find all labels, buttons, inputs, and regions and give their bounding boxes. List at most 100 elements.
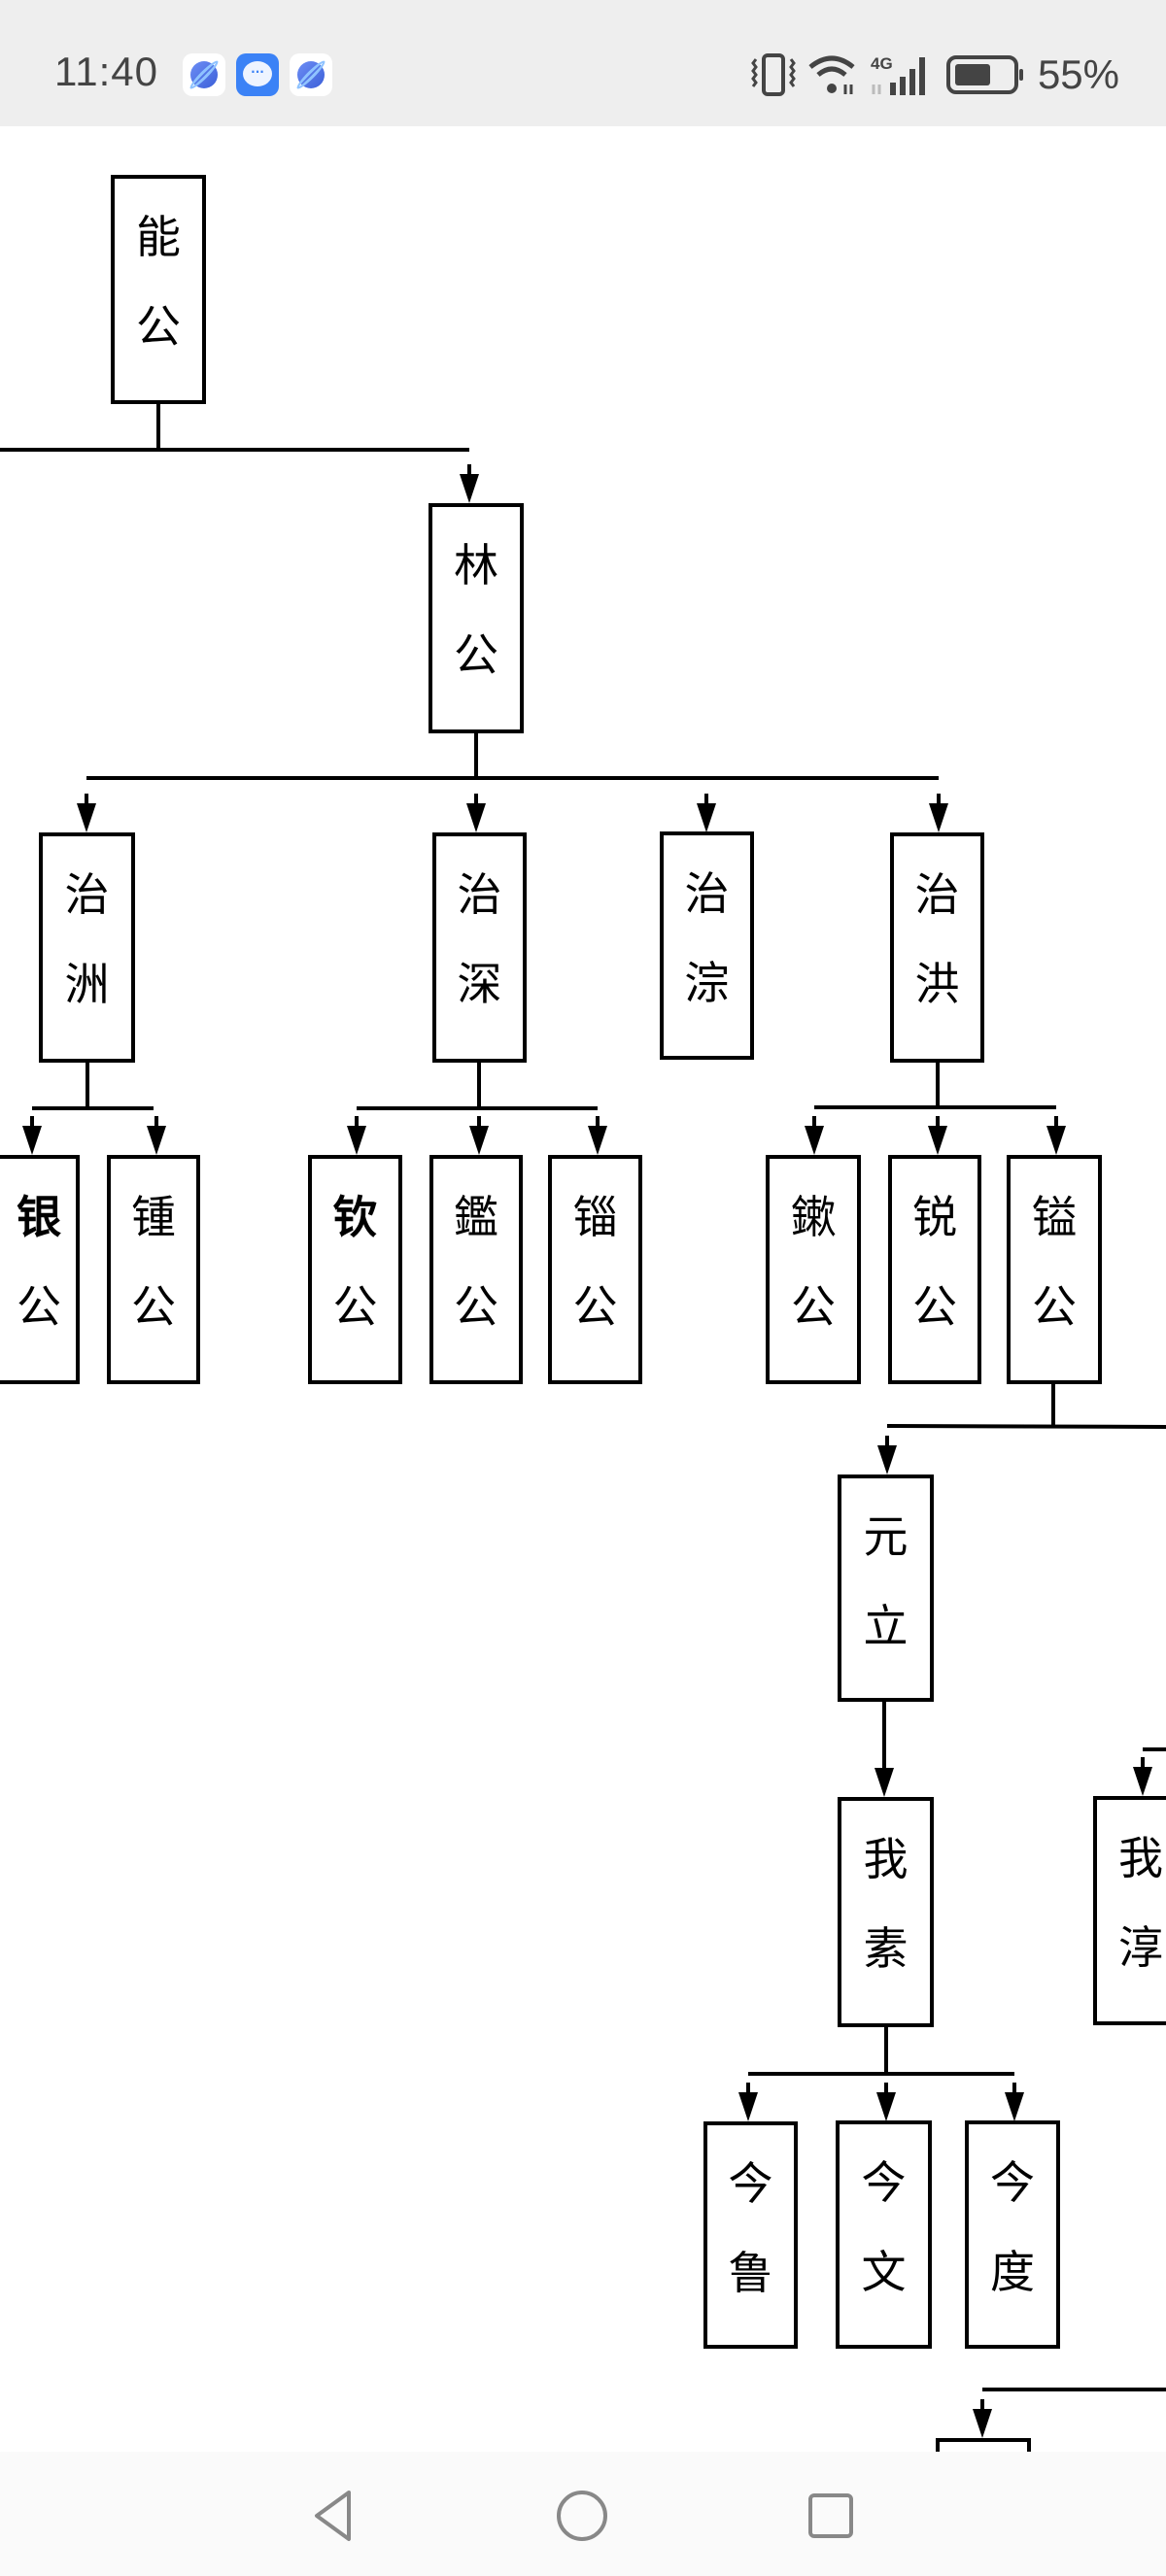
node-label-char: 公 bbox=[454, 1280, 498, 1333]
tree-node: 今鲁 bbox=[703, 2121, 798, 2349]
tree-node: 治洲 bbox=[39, 832, 135, 1063]
node-label-char: 淳 bbox=[1118, 1921, 1163, 1974]
node-box bbox=[890, 832, 984, 1063]
node-box bbox=[888, 1155, 981, 1384]
node-label-char: 鲁 bbox=[729, 2247, 773, 2299]
tree-node: 银公 bbox=[0, 1155, 80, 1384]
battery-percentage: 55% bbox=[1037, 51, 1119, 97]
arrowhead bbox=[738, 2092, 758, 2121]
tree-node: 锐公 bbox=[888, 1155, 981, 1384]
node-box bbox=[1093, 1796, 1166, 2025]
browser-icon bbox=[183, 53, 225, 96]
tree-node: 锺公 bbox=[107, 1155, 200, 1384]
tree-node: 鏉公 bbox=[766, 1155, 861, 1384]
node-label-char: 公 bbox=[17, 1280, 61, 1333]
arrowhead bbox=[877, 1445, 897, 1474]
node-label-char: 治 bbox=[915, 868, 960, 921]
node-label-char: 公 bbox=[333, 1280, 378, 1333]
status-bar: 11:40 ··· 4G bbox=[0, 0, 1166, 126]
connector-lines bbox=[0, 402, 1166, 2438]
node-label-char: 能 bbox=[136, 211, 181, 263]
arrowhead bbox=[466, 803, 486, 832]
node-label-char: 淙 bbox=[685, 957, 730, 1009]
node-label-char: 今 bbox=[862, 2156, 907, 2209]
node-label-char: 公 bbox=[791, 1280, 836, 1333]
tree-node: 治淙 bbox=[660, 831, 754, 1060]
node-label-char: 公 bbox=[454, 628, 498, 681]
tree-node: 鑑公 bbox=[429, 1155, 523, 1384]
node-label-char: 鑑 bbox=[454, 1191, 498, 1243]
node-box bbox=[838, 1797, 934, 2027]
node-label-char: 素 bbox=[864, 1922, 909, 1975]
recents-button[interactable] bbox=[802, 2489, 860, 2543]
node-box bbox=[838, 1474, 934, 1702]
arrowhead bbox=[876, 2092, 896, 2121]
recents-square-icon bbox=[808, 2493, 853, 2538]
node-label-char: 公 bbox=[1032, 1280, 1077, 1333]
node-box bbox=[107, 1155, 200, 1384]
arrowhead bbox=[77, 803, 96, 832]
arrowhead bbox=[805, 1126, 824, 1155]
bus-yi bbox=[886, 1424, 1166, 1429]
arrowhead bbox=[347, 1126, 366, 1155]
navigation-bar bbox=[0, 2452, 1166, 2576]
node-label-char: 我 bbox=[864, 1833, 909, 1885]
arrowhead bbox=[697, 803, 716, 832]
node-label-char: 治 bbox=[685, 867, 730, 920]
node-box bbox=[39, 832, 135, 1063]
tree-node: 今文 bbox=[836, 2120, 932, 2349]
node-label-char: 锐 bbox=[912, 1191, 957, 1243]
battery-icon bbox=[945, 55, 1023, 94]
back-button[interactable] bbox=[304, 2489, 362, 2543]
node-label-char: 度 bbox=[990, 2246, 1035, 2298]
arrowhead bbox=[929, 803, 948, 832]
arrowhead bbox=[469, 1126, 489, 1155]
node-label-char: 文 bbox=[862, 2246, 907, 2298]
node-label-char: 林 bbox=[454, 539, 498, 592]
system-icons: 4G 55% bbox=[750, 51, 1119, 99]
node-box bbox=[0, 1155, 80, 1384]
browser-icon bbox=[290, 53, 332, 96]
node-box bbox=[429, 1155, 523, 1384]
tree-node: 元立 bbox=[838, 1474, 934, 1702]
tree-node: 我淳 bbox=[1093, 1796, 1166, 2025]
node-box bbox=[703, 2121, 798, 2349]
node-label-char: 锺 bbox=[131, 1191, 176, 1243]
tree-node: 治洪 bbox=[890, 832, 984, 1063]
arrowhead bbox=[1046, 1126, 1066, 1155]
tree-node: 钦公 bbox=[308, 1155, 402, 1384]
node-label-char: 今 bbox=[990, 2156, 1035, 2209]
node-label-char: 镒 bbox=[1032, 1191, 1077, 1243]
back-triangle-icon bbox=[315, 2491, 351, 2541]
node-label-char: 洪 bbox=[915, 958, 960, 1010]
node-box bbox=[111, 175, 206, 404]
node-box bbox=[432, 832, 527, 1063]
node-box bbox=[965, 2120, 1060, 2349]
node-box bbox=[1007, 1155, 1102, 1384]
node-label-char: 我 bbox=[1118, 1832, 1163, 1884]
arrowhead bbox=[1005, 2092, 1024, 2121]
cellular-signal-icon: 4G bbox=[871, 54, 925, 95]
node-label-char: 公 bbox=[136, 300, 181, 353]
node-label-char: 公 bbox=[573, 1280, 618, 1333]
arrowhead bbox=[973, 2409, 992, 2438]
node-label-char: 治 bbox=[458, 868, 502, 921]
node-label-char: 今 bbox=[729, 2157, 773, 2210]
tree-node: 镒公 bbox=[1007, 1155, 1102, 1384]
node-label-char: 锱 bbox=[573, 1191, 618, 1243]
node-label-char: 钦 bbox=[333, 1191, 378, 1243]
node-label-char: 洲 bbox=[65, 958, 110, 1010]
node-box bbox=[308, 1155, 402, 1384]
tree-node: 今度 bbox=[965, 2120, 1060, 2349]
node-label-char: 银 bbox=[17, 1191, 61, 1243]
node-label-char: 公 bbox=[131, 1280, 176, 1333]
wifi-icon bbox=[808, 55, 855, 94]
arrowhead bbox=[874, 1768, 894, 1797]
tree-node: 林公 bbox=[429, 503, 524, 733]
node-box bbox=[429, 503, 524, 733]
arrowhead bbox=[1133, 1767, 1152, 1796]
tree-node: 我素 bbox=[838, 1797, 934, 2027]
home-button[interactable] bbox=[553, 2489, 611, 2543]
